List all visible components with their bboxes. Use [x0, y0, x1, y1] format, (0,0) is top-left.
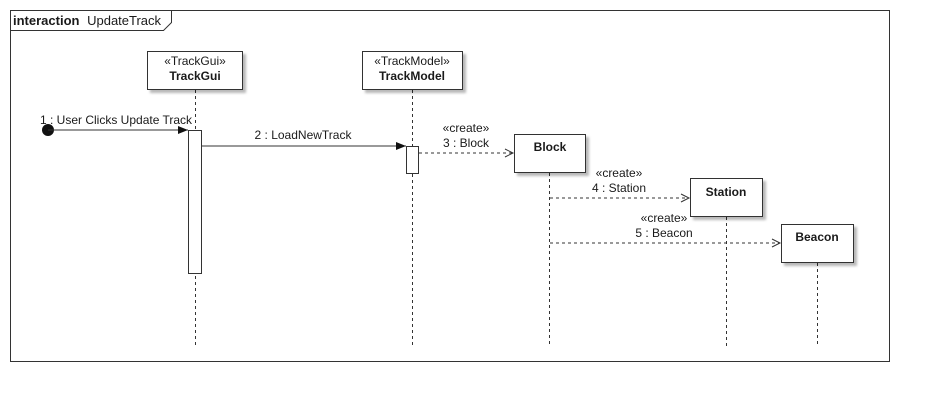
participant-station-name: Station — [706, 185, 747, 199]
message-2-label: 2 : LoadNewTrack — [255, 128, 353, 142]
message-3-stereotype: «create» — [443, 121, 490, 135]
message-4: «create» 4 : Station — [550, 166, 691, 203]
message-5-stereotype: «create» — [641, 211, 688, 225]
participant-block: Block — [514, 134, 586, 173]
activation-trackmodel — [406, 146, 419, 174]
message-1-label: 1 : User Clicks Update Track — [40, 113, 193, 127]
participant-block-name: Block — [534, 140, 567, 154]
frame-title: interaction UpdateTrack — [13, 13, 162, 28]
participant-trackgui-name: TrackGui — [169, 69, 220, 83]
open-arrowhead-icon — [680, 193, 691, 203]
message-3: «create» 3 : Block — [419, 121, 515, 158]
activation-trackgui — [188, 130, 202, 274]
message-3-label: 3 : Block — [443, 136, 490, 150]
message-2: 2 : LoadNewTrack — [202, 128, 406, 150]
participant-beacon: Beacon — [781, 224, 854, 263]
filled-arrowhead-icon — [396, 142, 406, 150]
message-1: 1 : User Clicks Update Track — [40, 113, 193, 136]
participant-trackmodel: «TrackModel» TrackModel — [362, 51, 463, 90]
frame-name: UpdateTrack — [87, 13, 161, 28]
participant-trackgui-stereotype: «TrackGui» — [164, 54, 226, 68]
participant-trackmodel-stereotype: «TrackModel» — [374, 54, 450, 68]
open-arrowhead-icon — [771, 238, 782, 248]
participant-beacon-name: Beacon — [795, 230, 838, 244]
frame-keyword: interaction — [13, 13, 80, 28]
interaction-frame: interaction UpdateTrack — [10, 10, 890, 362]
message-5: «create» 5 : Beacon — [550, 211, 782, 248]
message-4-label: 4 : Station — [592, 181, 646, 195]
message-5-label: 5 : Beacon — [635, 226, 692, 240]
participant-station: Station — [690, 178, 763, 217]
message-4-stereotype: «create» — [596, 166, 643, 180]
filled-arrowhead-icon — [178, 126, 188, 134]
participant-trackmodel-name: TrackModel — [379, 69, 445, 83]
participant-trackgui: «TrackGui» TrackGui — [147, 51, 243, 90]
open-arrowhead-icon — [504, 148, 515, 158]
